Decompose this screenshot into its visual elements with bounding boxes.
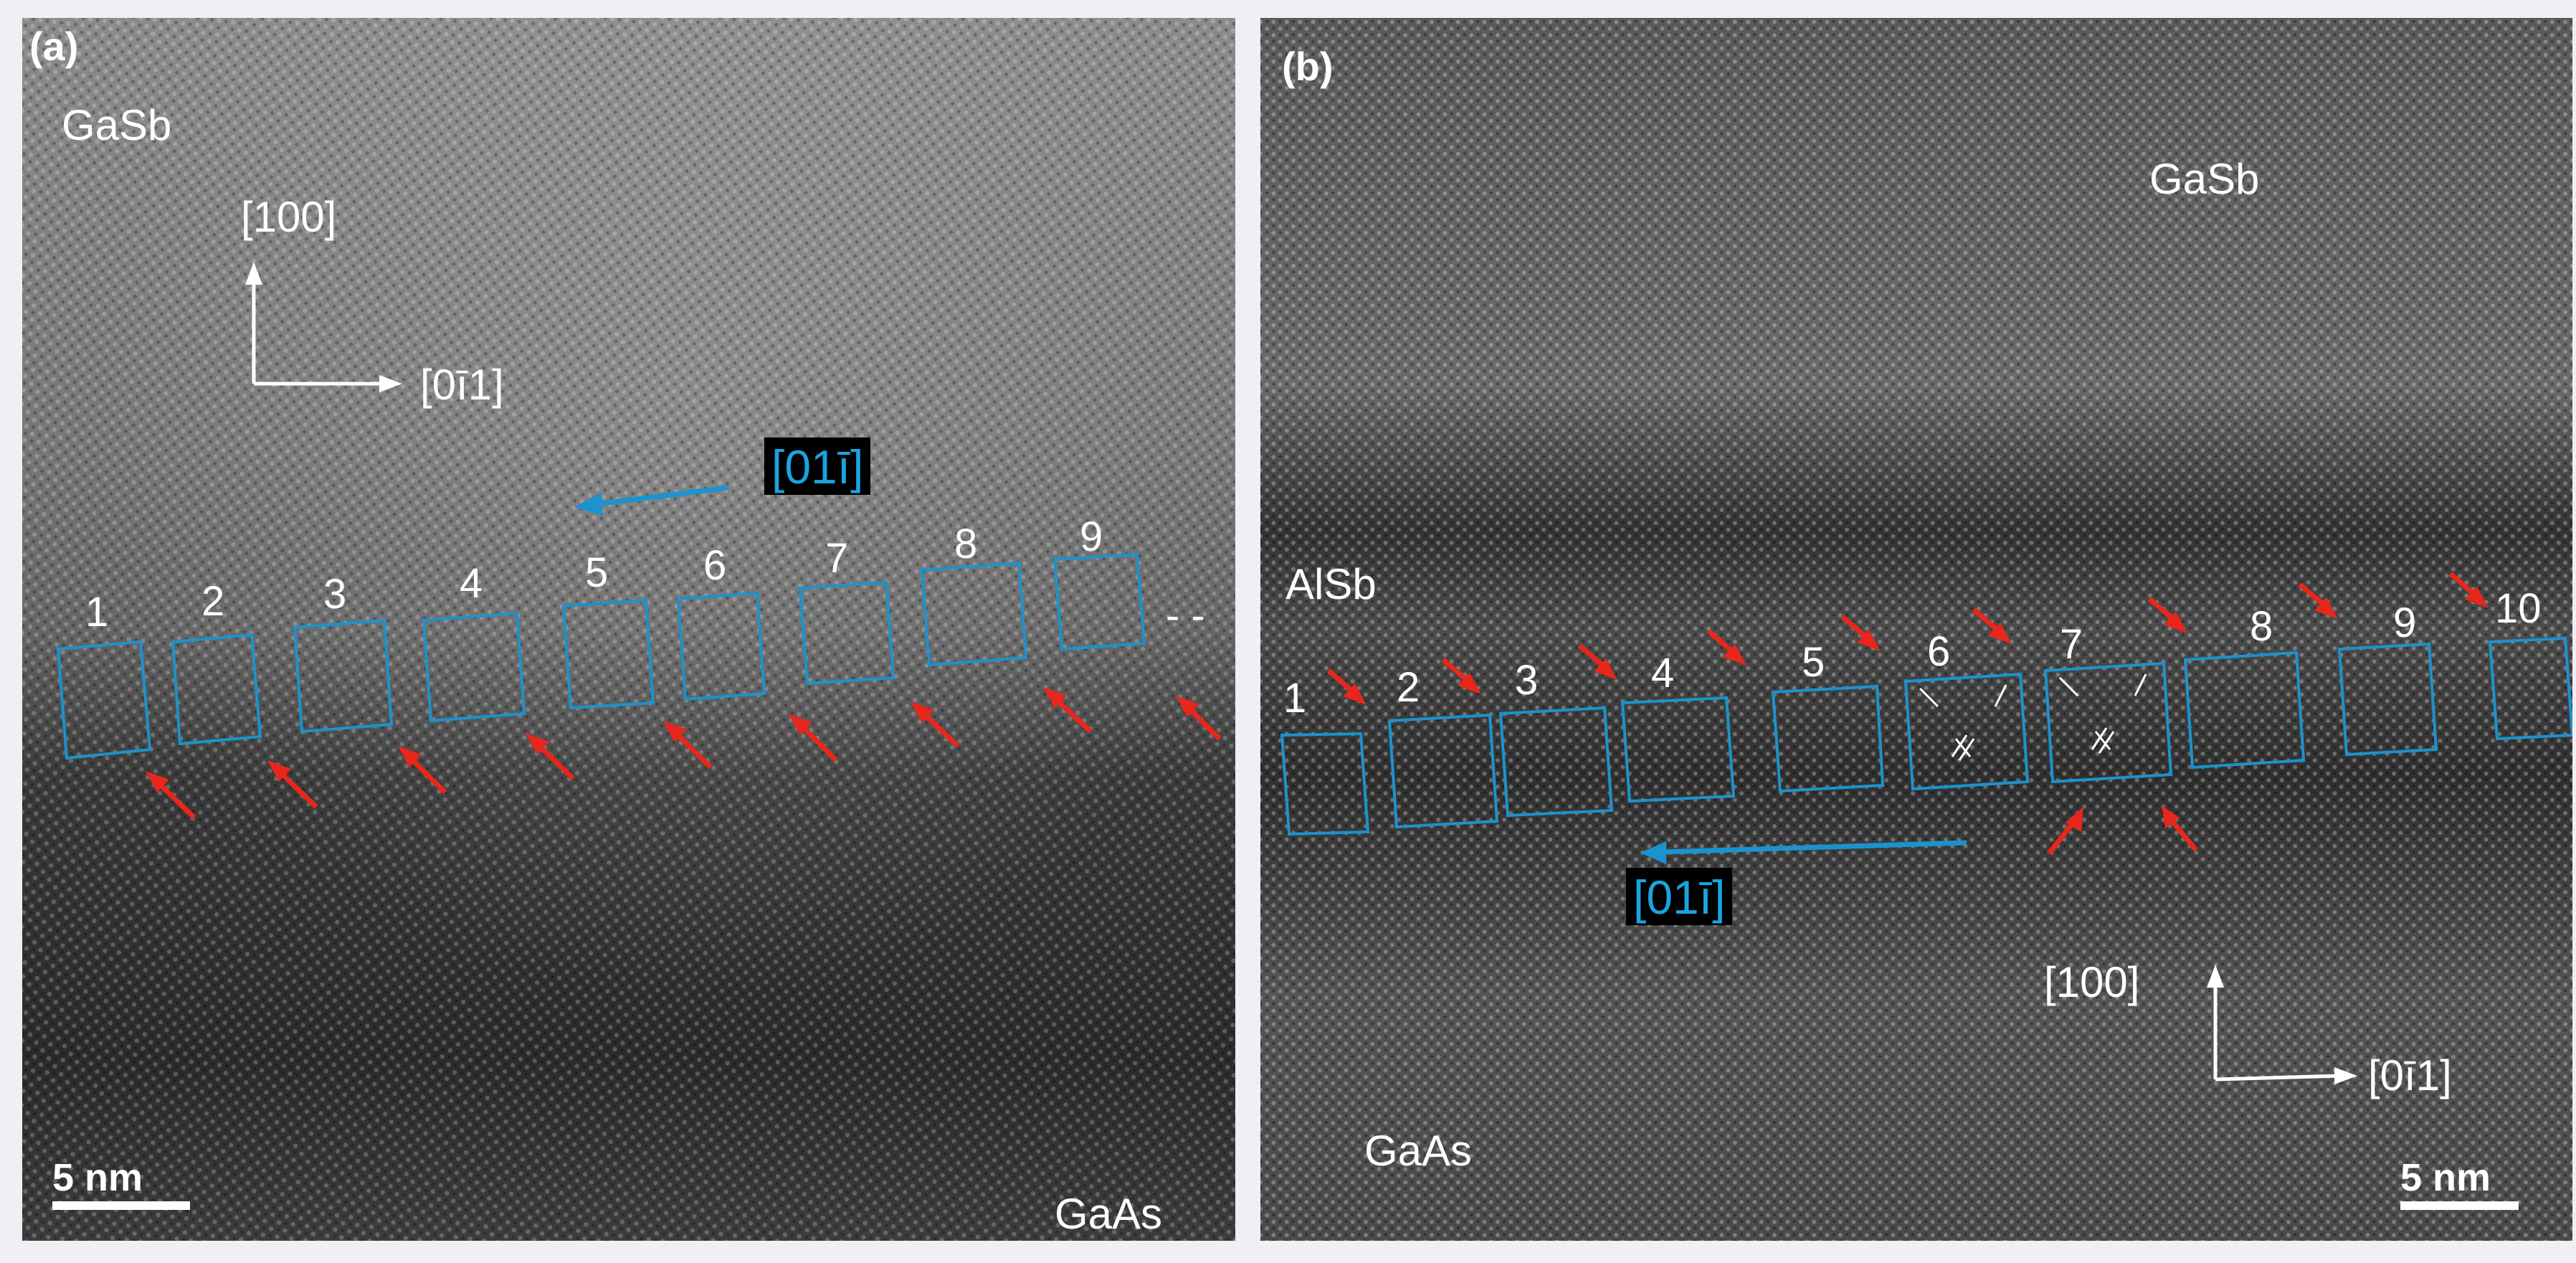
box-number: 7 [825,535,849,582]
material-label-middle: AlSb [1285,560,1377,608]
box-number: 8 [2250,603,2273,650]
panel-a: (a) GaSb GaAs [100] [0ī1] [01ī] [22,18,1235,1241]
material-label-bottom: GaAs [1364,1127,1473,1175]
box-number: 8 [954,521,978,567]
box-number: 6 [703,542,727,589]
dash-mark: - - [1166,592,1205,639]
box-number: 4 [1651,650,1675,696]
box-number: 5 [1802,639,1825,686]
axis-label-right: [0ī1] [420,361,504,409]
material-label-top: GaSb [62,101,172,149]
box-number: 4 [460,560,483,607]
box-number: 5 [585,549,609,596]
axis-label-up: [100] [2044,958,2140,1006]
material-label-bottom: GaAs [1055,1190,1163,1238]
box-number: 9 [1080,514,1103,560]
box-number: 2 [201,578,225,625]
direction-tag: [01ī] [764,437,871,495]
box-number: 10 [2495,585,2542,632]
scale-bar [2400,1201,2519,1210]
scale-bar [52,1201,190,1210]
direction-tag: [01ī] [1626,868,1733,925]
box-number: 2 [1397,664,1420,711]
material-label-top: GaSb [2149,155,2260,203]
tem-image-b [1260,18,2572,1241]
panel-letter: (b) [1282,44,1334,89]
box-number: 1 [1283,675,1307,722]
axis-label-right: [0ī1] [2368,1051,2452,1099]
box-number: 3 [323,571,347,618]
scale-bar-label: 5 nm [2400,1156,2491,1199]
box-number: 3 [1515,657,1539,704]
box-number: 9 [2393,600,2417,646]
panel-letter: (a) [29,24,79,69]
scale-bar-label: 5 nm [52,1156,143,1199]
panel-b: (b) GaSb AlSb GaAs [1260,18,2572,1241]
axis-label-up: [100] [241,193,337,241]
tem-image-a [22,18,1235,1241]
box-number: 6 [1927,628,1951,675]
box-number: 7 [2060,621,2083,668]
box-number: 1 [85,589,109,635]
